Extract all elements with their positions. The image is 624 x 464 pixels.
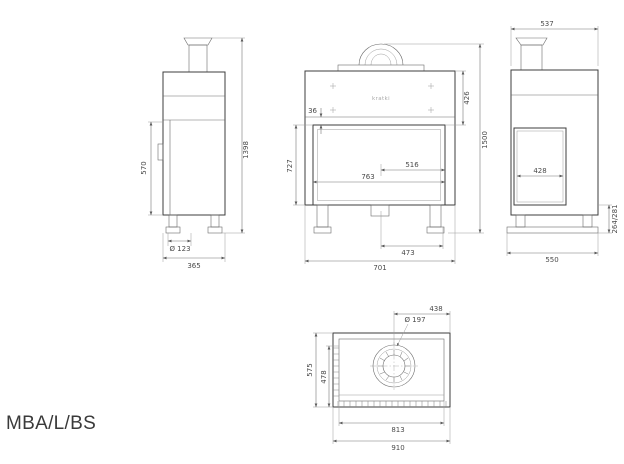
dim-right-leg-height-label: 264/281 [611,204,619,233]
dim-side-depth-label: 365 [187,262,200,270]
dim-front-glass-width-inner: 516 [380,161,446,176]
dim-side-glass-height: 570 [140,121,163,216]
front-view: kratki 516 763 36 727 [286,43,489,272]
dim-front-total-height-label: 1500 [481,131,489,149]
leg [515,214,526,228]
glass-pane [317,129,441,201]
door-handle [157,143,164,161]
dim-front-hood-height-label: 426 [463,91,471,105]
dim-top-flue-offset-label: 438 [429,305,442,313]
dim-side-glass-height-label: 570 [140,161,148,174]
dim-front-base-span-label: 473 [401,249,414,257]
dim-front-base-span: 473 [380,211,444,257]
dim-front-frame: 36 [308,107,323,134]
dim-front-glass-width: 763 [312,173,446,184]
dim-right-base-depth-label: 550 [545,256,558,264]
dim-front-glass-width-inner-label: 516 [405,161,419,169]
dim-side-depth: 365 [162,233,226,270]
top-view: 438 Ø 197 575 478 813 910 [306,305,451,452]
alignment-cross-marks [330,83,434,113]
dome [358,43,404,66]
dim-right-glass-depth: 428 [516,167,564,178]
flue-pipe [188,44,208,73]
leg [582,214,593,228]
door-frame [312,124,446,206]
dim-front-width-label: 701 [373,264,386,272]
leg [429,204,442,228]
dim-side-total-height-label: 1398 [242,141,250,159]
brand-mark: kratki [372,96,390,102]
side-view: 570 1398 Ø 123 365 [140,37,250,270]
dim-top-inner-width: 813 [338,401,445,434]
dim-top-depth-label: 575 [306,363,314,376]
front-glass-hatch [337,401,447,407]
body-outline [162,71,226,216]
base-outline [332,332,451,408]
dim-top-total-width-label: 910 [391,444,404,452]
dim-top-total-width: 910 [332,407,451,452]
flue-circle-mid [376,348,412,384]
foot [165,226,181,234]
dim-front-door-height: 727 [286,124,313,206]
dim-right-base-depth: 550 [506,233,599,264]
base-plate [506,226,599,234]
side-glass-hatch [333,347,339,397]
leg [316,204,329,228]
dim-side-total-height: 1398 [212,37,250,234]
dim-top-inner-depth: 478 [320,345,339,408]
leg [168,214,178,228]
model-label: MBA/L/BS [6,413,97,434]
flue-flange-ticks [378,350,410,382]
dome-rib [370,53,392,66]
dim-front-hood-height: 426 [445,70,471,126]
dim-top-flue-diameter: Ø 197 [396,316,426,347]
ash-drawer [370,204,390,217]
right-side-view: 537 428 264/281 550 [506,20,619,264]
dome-plate [337,64,425,72]
dim-front-frame-label: 36 [308,107,317,115]
dim-front-width: 701 [304,205,456,272]
dim-right-top-depth-label: 537 [540,20,553,28]
dome-rib [364,48,398,66]
foot [313,226,332,234]
side-glass-frame [513,127,567,206]
side-glass-pane [516,130,564,203]
foot [207,226,223,234]
dim-right-glass-depth-label: 428 [533,167,546,175]
dim-front-door-height-label: 727 [286,159,294,172]
dim-top-inner-depth-label: 478 [320,370,328,383]
body-outline [304,70,456,206]
dim-right-top-depth: 537 [510,20,599,66]
dim-top-flue-offset: 438 [393,305,451,345]
dim-front-total-height: 1500 [384,43,489,234]
dim-right-leg-height: 264/281 [598,204,619,234]
dim-side-inlet-diameter-label: Ø 123 [169,245,190,253]
dim-top-inner-width-label: 813 [391,426,404,434]
leg [210,214,220,228]
dim-side-inlet-diameter: Ø 123 [167,233,192,253]
flue-collar [515,37,548,46]
body-inner-outline [338,338,445,402]
foot [426,226,445,234]
body-outline [510,69,599,216]
dim-front-glass-width-label: 763 [361,173,374,181]
flue-collar [183,37,213,46]
dim-top-flue-diameter-label: Ø 197 [404,316,425,324]
flue-pipe [520,44,543,71]
